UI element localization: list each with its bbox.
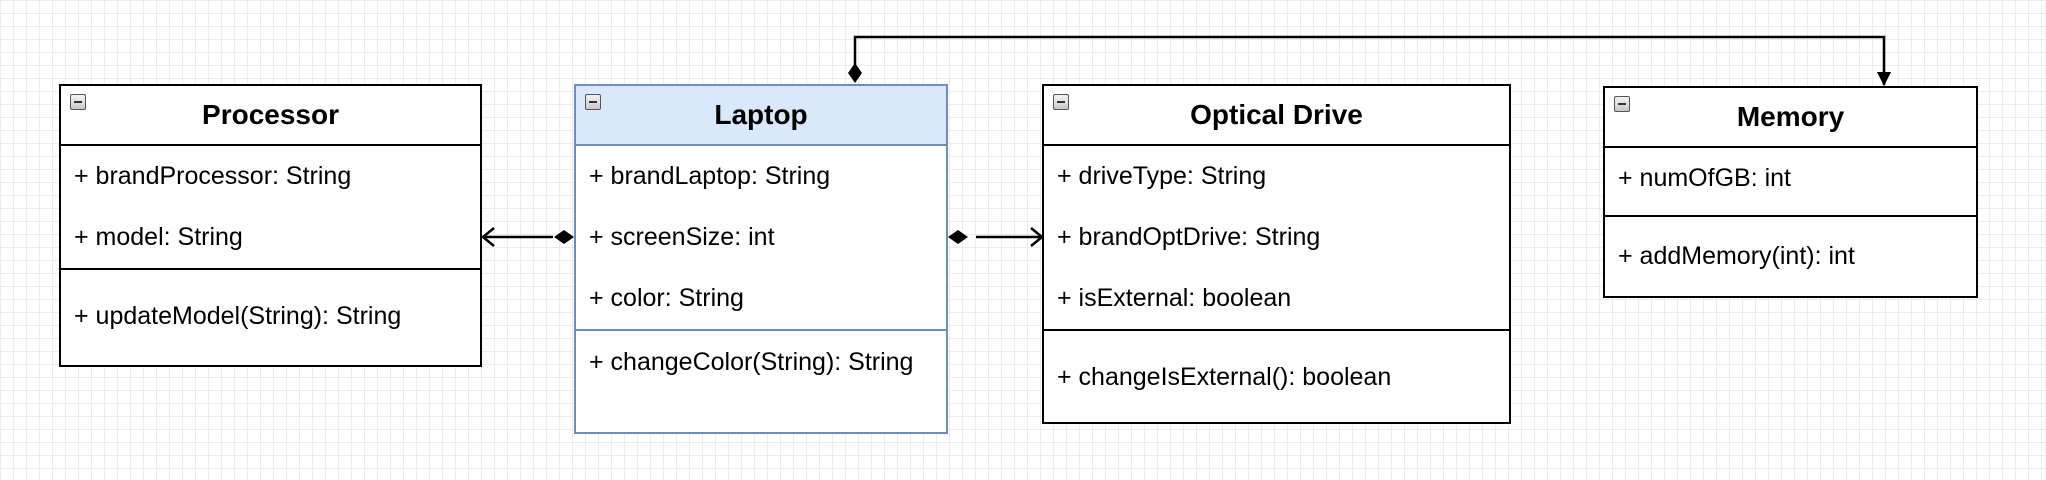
method-row[interactable]: + addMemory(int): int bbox=[1618, 242, 1855, 270]
attribute-row[interactable]: + color: String bbox=[589, 284, 744, 312]
class-name: Laptop bbox=[714, 99, 808, 130]
class-name: Memory bbox=[1736, 101, 1845, 132]
attributes-section: + driveType: String + brandOptDrive: Str… bbox=[1044, 146, 1509, 331]
class-name: Optical Drive bbox=[1190, 99, 1363, 130]
class-laptop[interactable]: Laptop + brandLaptop: String + screenSiz… bbox=[574, 84, 948, 434]
class-processor[interactable]: Processor + brandProcessor: String + mod… bbox=[59, 84, 482, 367]
attributes-section: + numOfGB: int bbox=[1605, 148, 1976, 217]
attribute-row[interactable]: + driveType: String bbox=[1057, 162, 1267, 190]
class-memory[interactable]: Memory + numOfGB: int + addMemory(int): … bbox=[1603, 86, 1978, 298]
attribute-row[interactable]: + brandProcessor: String bbox=[74, 162, 352, 190]
collapse-icon[interactable] bbox=[1614, 96, 1630, 112]
composition-laptop-optical-drive[interactable] bbox=[948, 227, 1044, 247]
arrowhead bbox=[481, 227, 495, 247]
composition-laptop-processor[interactable] bbox=[481, 227, 574, 247]
methods-section: + changeColor(String): String bbox=[576, 331, 946, 378]
attributes-section: + brandLaptop: String + screenSize: int … bbox=[576, 146, 946, 331]
attribute-row[interactable]: + numOfGB: int bbox=[1618, 164, 1791, 192]
composition-diamond bbox=[554, 230, 574, 244]
composition-laptop-memory[interactable] bbox=[848, 35, 1891, 86]
class-header[interactable]: Processor bbox=[61, 86, 480, 146]
method-row[interactable]: + updateModel(String): String bbox=[74, 302, 402, 330]
collapse-icon[interactable] bbox=[585, 94, 601, 110]
attributes-section: + brandProcessor: String + model: String bbox=[61, 146, 480, 270]
attribute-row[interactable]: + brandLaptop: String bbox=[589, 162, 831, 190]
class-name: Processor bbox=[202, 99, 339, 130]
collapse-icon[interactable] bbox=[70, 94, 86, 110]
methods-section: + addMemory(int): int bbox=[1605, 217, 1976, 287]
composition-diamond bbox=[848, 63, 862, 83]
class-header[interactable]: Laptop bbox=[576, 86, 946, 146]
arrowhead bbox=[1030, 227, 1044, 247]
attribute-row[interactable]: + screenSize: int bbox=[589, 223, 775, 251]
methods-section: + updateModel(String): String bbox=[61, 270, 480, 347]
methods-section: + changeIsExternal(): boolean bbox=[1044, 331, 1509, 408]
class-header[interactable]: Memory bbox=[1605, 88, 1976, 148]
attribute-row[interactable]: + model: String bbox=[74, 223, 243, 251]
attribute-row[interactable]: + brandOptDrive: String bbox=[1057, 223, 1321, 251]
arrowhead bbox=[1877, 72, 1891, 86]
method-row[interactable]: + changeIsExternal(): boolean bbox=[1057, 363, 1392, 391]
composition-diamond bbox=[948, 230, 968, 244]
method-row[interactable]: + changeColor(String): String bbox=[589, 348, 914, 376]
class-optical-drive[interactable]: Optical Drive + driveType: String + bran… bbox=[1042, 84, 1511, 424]
collapse-icon[interactable] bbox=[1053, 94, 1069, 110]
attribute-row[interactable]: + isExternal: boolean bbox=[1057, 284, 1292, 312]
class-header[interactable]: Optical Drive bbox=[1044, 86, 1509, 146]
